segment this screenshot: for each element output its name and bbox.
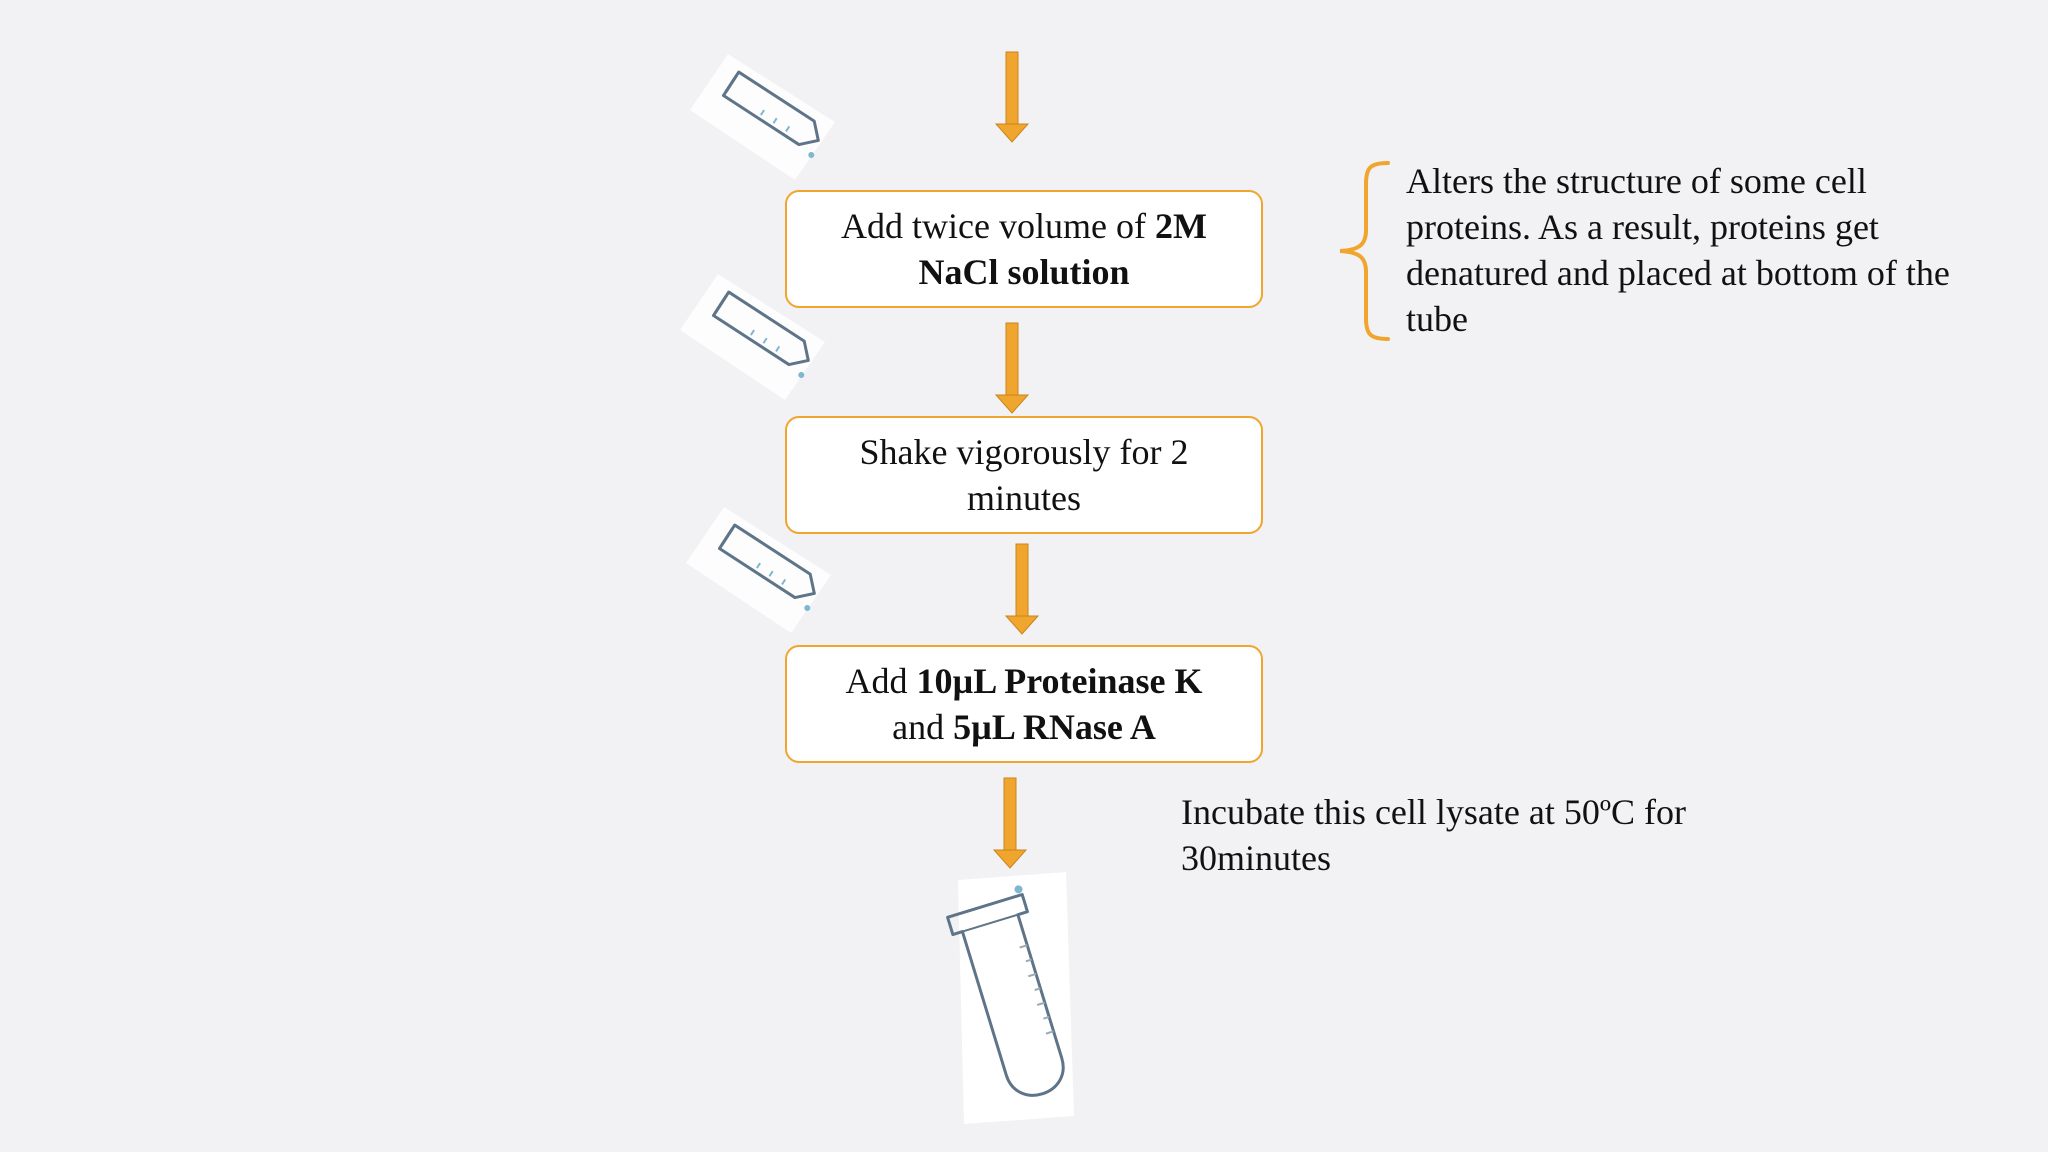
large-test-tube-icon [946, 872, 1074, 1124]
flow-arrow-2 [1004, 543, 1040, 635]
step-add-nacl: Add twice volume of 2M NaCl solution [785, 190, 1263, 308]
note-denature: Alters the structure of some cell protei… [1406, 161, 1950, 339]
step-add-nacl-line2: NaCl solution [918, 252, 1130, 292]
step-add-enzymes-line1: Add 10µL Proteinase K [845, 661, 1203, 701]
test-tube-icon [686, 507, 831, 633]
flow-arrow-top [994, 51, 1030, 143]
step-add-nacl-line1: Add twice volume of 2M [841, 206, 1207, 246]
flow-arrow-1 [994, 322, 1030, 414]
step-shake-line1: Shake vigorously for 2 [859, 432, 1189, 472]
step-shake: Shake vigorously for 2 minutes [785, 416, 1263, 534]
step-add-enzymes: Add 10µL Proteinase K and 5µL RNase A [785, 645, 1263, 763]
flow-arrow-3 [992, 777, 1028, 869]
step-shake-line2: minutes [967, 478, 1081, 518]
test-tube-icon [690, 54, 835, 180]
note-incubate: Incubate this cell lysate at 50ºC for 30… [1181, 792, 1687, 878]
test-tube-icon [680, 274, 825, 400]
step-add-enzymes-line2: and 5µL RNase A [892, 707, 1156, 747]
curly-brace-icon [1339, 161, 1390, 341]
